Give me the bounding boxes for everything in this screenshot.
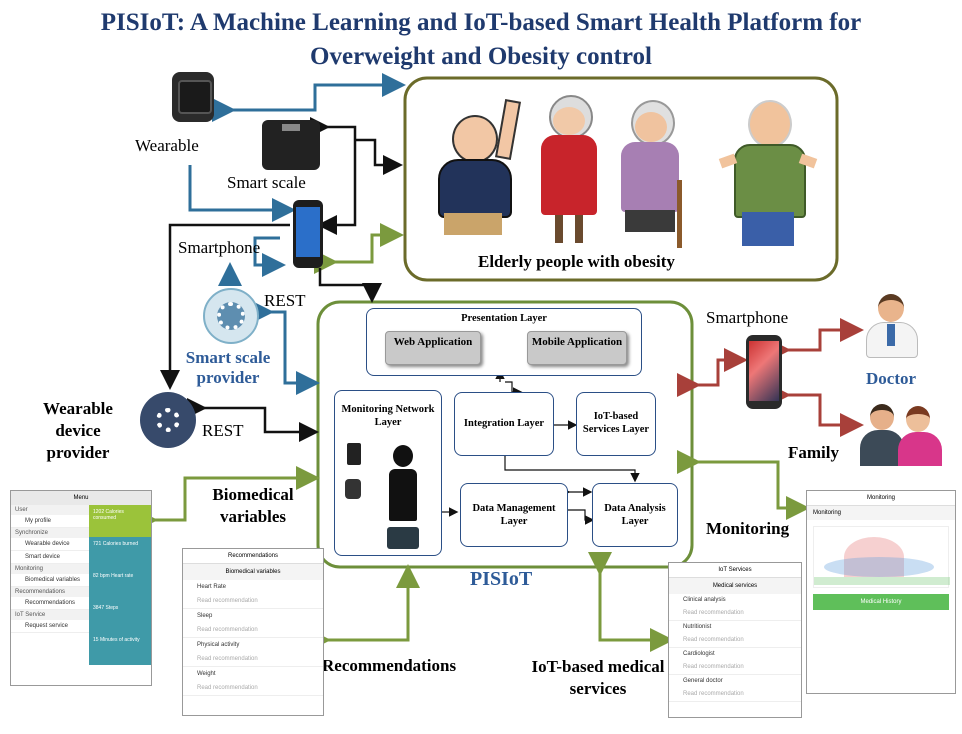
monitoring-subheader: Monitoring [807,506,955,520]
diagram-title-line2: Overweight and Obesity control [310,43,652,70]
wearable-provider-gear-icon [140,392,196,448]
menu-item-9: IoT Service [11,610,89,620]
recommendations-header: Recommendations [183,549,323,564]
smartphone-right-label: Smartphone [706,308,789,327]
menu-item-2: Synchronize [11,528,89,538]
elderly-frame [403,76,839,282]
menu-header: Menu [11,491,151,505]
menu-item-4[interactable]: Smart device [11,551,89,564]
iot-services-layer-title: IoT-based Services Layer [582,411,650,435]
menu-item-3[interactable]: Wearable device [11,538,89,551]
menu-tiles: 1202 Calories consumed 721 Calories burn… [89,505,151,665]
monitoring-screen: Monitoring Monitoring Medical History [806,490,956,694]
menu-item-10[interactable]: Request service [11,620,89,633]
menu-screen: Menu User My profile Synchronize Wearabl… [10,490,152,686]
integration-layer-title: Integration Layer [463,418,545,429]
monitoring-network-layer-box: Monitoring Network Layer [334,390,442,556]
tile-calories-burned: 721 Calories burned [89,537,151,569]
recommendations-screen: Recommendations Biomedical variables Hea… [182,548,324,716]
elderly-man-vest [718,100,820,250]
elderly-woman-red [535,95,605,245]
smartwatch-icon [172,72,214,122]
elderly-label: Elderly people with obesity [478,252,675,271]
menu-item-5: Monitoring [11,564,89,574]
smart-scale-icon [262,120,320,170]
smartphone-right-icon [746,335,782,409]
medical-history-button[interactable]: Medical History [813,594,949,610]
tile-calories-consumed: 1202 Calories consumed [89,505,151,537]
elderly-woman-purple [615,100,690,250]
menu-item-8[interactable]: Recommendations [11,597,89,610]
iot-services-screen: IoT Services Medical services Clinical a… [668,562,802,718]
smart-scale-provider-gear-icon [203,288,259,344]
smartphone-icon [293,200,323,268]
smart-scale-provider-label: Smart scale provider [185,348,271,387]
mobile-application-block: Mobile Application [527,331,627,365]
family-label: Family [788,443,839,462]
scale-device-icon [387,527,419,549]
diagram-title-line1: PISIoT: A Machine Learning and IoT-based… [100,9,862,36]
wearable-label: Wearable [135,136,199,155]
presentation-layer-title: Presentation Layer [461,313,547,324]
wearable-device-provider-label: Wearable device provider [43,399,113,462]
elderly-people-illustration [430,95,830,250]
person-body-icon [389,469,417,521]
menu-item-6[interactable]: Biomedical variables [11,574,89,587]
data-analysis-layer-title: Data Analysis Layer [604,503,666,527]
monitoring-chart [813,526,950,588]
family-icon [860,400,946,468]
menu-item-7: Recommendations [11,587,89,597]
smartphone-label: Smartphone [178,238,261,257]
biomedical-variables-label: Biomedical variables [212,485,294,526]
web-application-block: Web Application [385,331,481,365]
menu-item-0: User [11,505,89,515]
iot-medical-services-label: IoT-based medical services [531,657,665,698]
presentation-layer-box: Presentation Layer Web Application Mobil… [366,308,642,376]
integration-layer-box: Integration Layer [454,392,554,456]
rest-label-bottom: REST [202,421,244,440]
monitoring-network-layer-title: Monitoring Network Layer [341,404,435,428]
elderly-man-waving [430,99,522,235]
iot-services-subheader: Medical services [669,578,801,594]
tile-steps: 3847 Steps [89,601,151,633]
tile-minutes-activity: 15 Minutes of activity [89,633,151,665]
tile-heart-rate: 82 bpm Heart rate [89,569,151,601]
menu-list: User My profile Synchronize Wearable dev… [11,505,89,665]
iot-services-header: IoT Services [669,563,801,578]
iot-services-layer-box: IoT-based Services Layer [576,392,656,456]
recommendations-subheader: Biomedical variables [183,564,323,580]
monitoring-header: Monitoring [807,491,955,506]
rest-label-top: REST [264,291,306,310]
smart-scale-label: Smart scale [227,173,306,192]
person-head-icon [393,445,413,467]
recommendations-label: Recommendations [322,656,457,675]
doctor-label: Doctor [866,369,917,388]
pisiot-label: PISIoT [470,568,533,590]
data-management-layer-title: Data Management Layer [472,503,556,527]
monitoring-label: Monitoring [706,519,790,538]
watch-device-icon [345,479,361,499]
doctor-icon [862,292,920,358]
data-management-layer-box: Data Management Layer [460,483,568,547]
menu-item-1[interactable]: My profile [11,515,89,528]
data-analysis-layer-box: Data Analysis Layer [592,483,678,547]
phone-device-icon [347,443,361,465]
